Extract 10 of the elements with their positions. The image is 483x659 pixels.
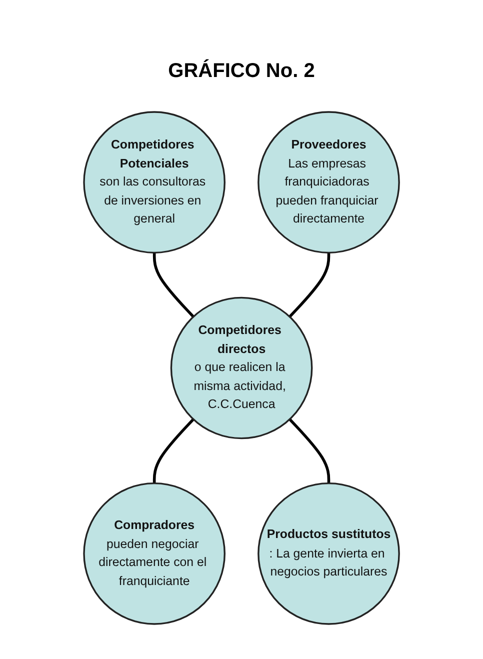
connector [288, 252, 330, 318]
node-circle: Productos sustitutos : La gente invierta en negocios particulares [258, 482, 400, 625]
connector [152, 252, 194, 318]
connector [288, 418, 330, 484]
node-circle: Competidores Potenciales son las consultoras de inversiones en general [83, 111, 226, 254]
title: GRÁFICO No. 2 [167, 60, 316, 83]
node-circle: Compradores pueden negociar directamente con el franquiciante [83, 482, 226, 625]
connector [152, 418, 194, 484]
node-circle: Competidores directos o que realicen la misma actividad, C.C.Cuenca [170, 296, 313, 440]
node-circle: Proveedores Las empresas franquiciadoras pueden franquiciar directamente [258, 111, 400, 254]
